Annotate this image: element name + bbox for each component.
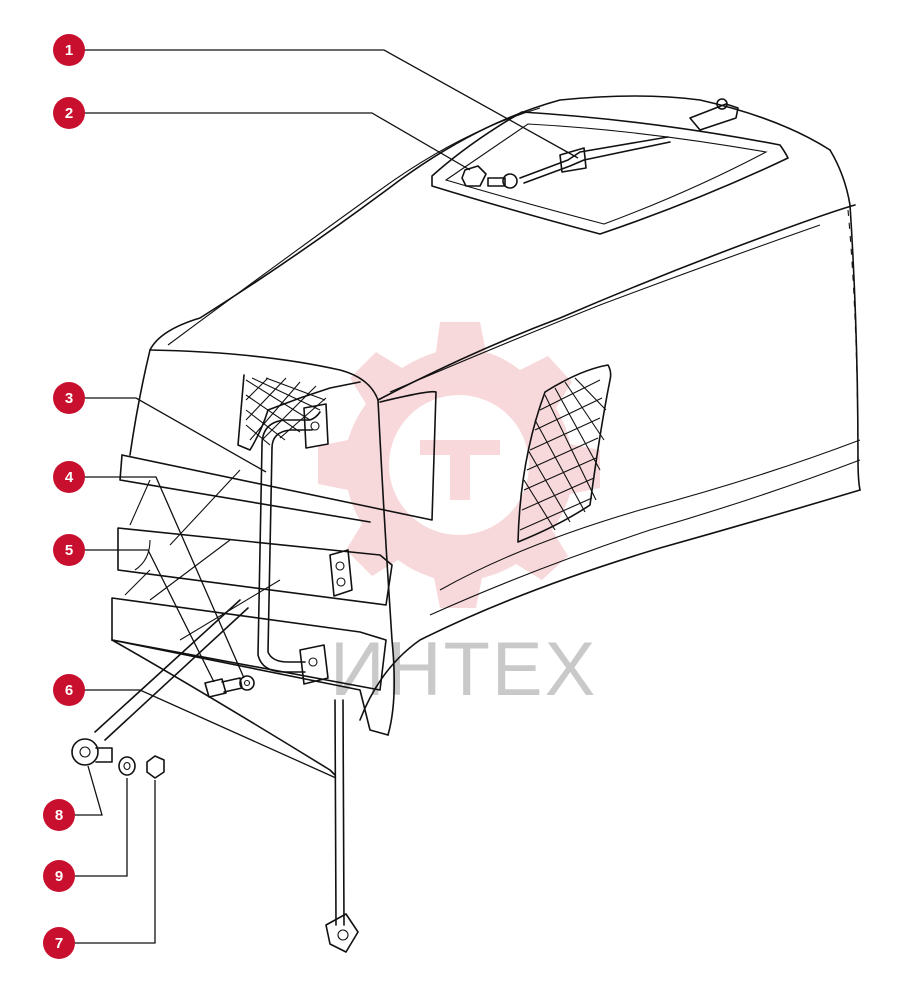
washer-upper	[239, 675, 255, 691]
svg-text:1: 1	[65, 42, 73, 59]
svg-text:3: 3	[65, 390, 73, 407]
washer-lower	[118, 756, 136, 776]
callout-badge-6: 6	[53, 674, 85, 706]
svg-text:7: 7	[55, 935, 63, 952]
side-grille-mesh	[519, 377, 607, 531]
strut-pin	[689, 98, 739, 131]
svg-text:6: 6	[65, 682, 73, 699]
callout-badge-4: 4	[53, 461, 85, 493]
engine-hood	[111, 95, 861, 776]
bolt	[204, 677, 243, 698]
gas-strut	[487, 136, 671, 189]
callout-badge-3: 3	[53, 382, 85, 414]
callout-badge-2: 2	[53, 97, 85, 129]
front-grille-mesh	[245, 377, 327, 446]
svg-text:9: 9	[55, 868, 63, 885]
svg-text:4: 4	[65, 469, 74, 486]
svg-text:5: 5	[65, 542, 73, 559]
svg-text:8: 8	[55, 807, 63, 824]
lift-cylinder	[71, 599, 249, 766]
callout-badge-5: 5	[53, 534, 85, 566]
svg-text:2: 2	[65, 105, 73, 122]
lock-nut	[461, 165, 487, 187]
callout-badge-8: 8	[43, 799, 75, 831]
callout-badge-1: 1	[53, 34, 85, 66]
callout-badge-7: 7	[43, 927, 75, 959]
callout-badge-9: 9	[43, 860, 75, 892]
support-rod	[325, 699, 359, 953]
latch-plate	[329, 549, 353, 597]
door-handle	[257, 403, 329, 685]
watermark-gear-icon	[318, 322, 600, 608]
nut-lower	[146, 755, 165, 779]
watermark-text: ИНТЕХ	[330, 627, 597, 712]
callout-leaders	[74, 49, 579, 944]
